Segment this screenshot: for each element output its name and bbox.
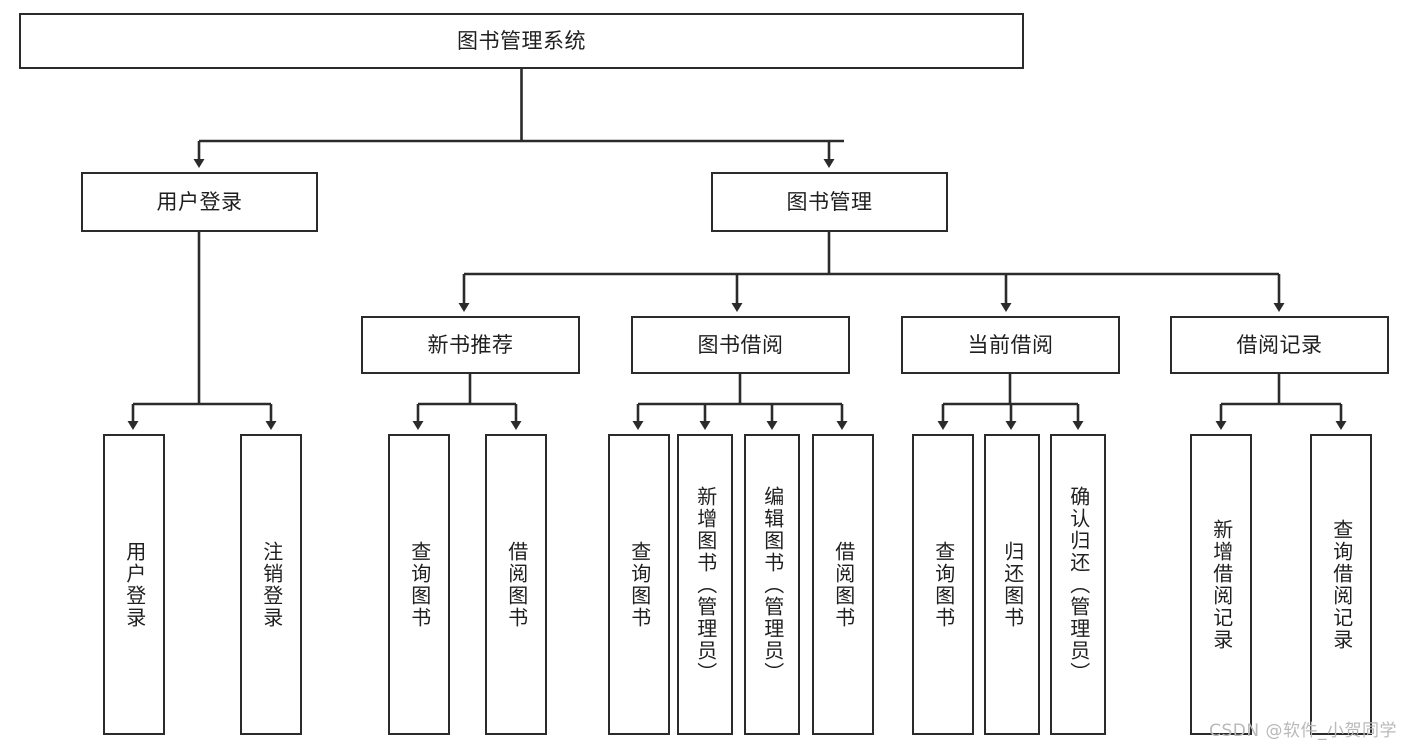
node-root[interactable]: 图书管理系统: [19, 13, 1024, 69]
node-book-manage[interactable]: 图书管理: [711, 172, 948, 232]
node-leaf-edit-book[interactable]: 编辑图书（管理员）: [744, 434, 800, 735]
node-leaf-borrow-book-label: 借阅图书: [831, 540, 856, 629]
node-leaf-logout[interactable]: 注销登录: [240, 434, 302, 735]
node-borrow-record-label: 借阅记录: [1236, 332, 1323, 357]
node-leaf-return-book-label: 归还图书: [1000, 540, 1025, 629]
node-current-borrow-label: 当前借阅: [967, 332, 1054, 357]
node-leaf-add-book-label: 新增图书（管理员）: [693, 485, 718, 684]
node-user-login-label: 用户登录: [156, 189, 243, 214]
node-leaf-query-record[interactable]: 查询借阅记录: [1310, 434, 1372, 735]
node-leaf-return-book[interactable]: 归还图书: [984, 434, 1040, 735]
node-leaf-edit-book-label: 编辑图书（管理员）: [760, 485, 785, 684]
watermark-text: CSDN @软件_小贺同学: [1209, 721, 1397, 741]
node-leaf-user-login[interactable]: 用户登录: [103, 434, 165, 735]
node-leaf-add-record[interactable]: 新增借阅记录: [1190, 434, 1252, 735]
node-book-borrow[interactable]: 图书借阅: [631, 316, 850, 374]
node-user-login[interactable]: 用户登录: [81, 172, 318, 232]
node-current-borrow[interactable]: 当前借阅: [901, 316, 1120, 374]
node-leaf-query-book-borrow[interactable]: 查询图书: [608, 434, 670, 735]
node-leaf-add-book[interactable]: 新增图书（管理员）: [677, 434, 733, 735]
node-leaf-borrow-book-rec-label: 借阅图书: [504, 540, 529, 629]
node-leaf-logout-label: 注销登录: [259, 540, 284, 629]
node-leaf-confirm-return[interactable]: 确认归还（管理员）: [1050, 434, 1106, 735]
node-leaf-query-record-label: 查询借阅记录: [1329, 518, 1354, 651]
node-leaf-query-book-rec-label: 查询图书: [407, 540, 432, 629]
node-leaf-borrow-book-rec[interactable]: 借阅图书: [485, 434, 547, 735]
node-borrow-record[interactable]: 借阅记录: [1170, 316, 1389, 374]
node-leaf-query-book-cur-label: 查询图书: [931, 540, 956, 629]
node-new-book-recommend-label: 新书推荐: [427, 332, 514, 357]
node-book-borrow-label: 图书借阅: [697, 332, 784, 357]
node-book-manage-label: 图书管理: [786, 189, 873, 214]
node-leaf-query-book-rec[interactable]: 查询图书: [388, 434, 450, 735]
node-new-book-recommend[interactable]: 新书推荐: [361, 316, 580, 374]
node-leaf-query-book-borrow-label: 查询图书: [627, 540, 652, 629]
node-leaf-borrow-book[interactable]: 借阅图书: [812, 434, 874, 735]
node-leaf-confirm-return-label: 确认归还（管理员）: [1066, 485, 1091, 684]
node-leaf-add-record-label: 新增借阅记录: [1209, 518, 1234, 651]
node-leaf-user-login-label: 用户登录: [122, 540, 147, 629]
node-leaf-query-book-cur[interactable]: 查询图书: [912, 434, 974, 735]
node-root-label: 图书管理系统: [457, 28, 586, 53]
